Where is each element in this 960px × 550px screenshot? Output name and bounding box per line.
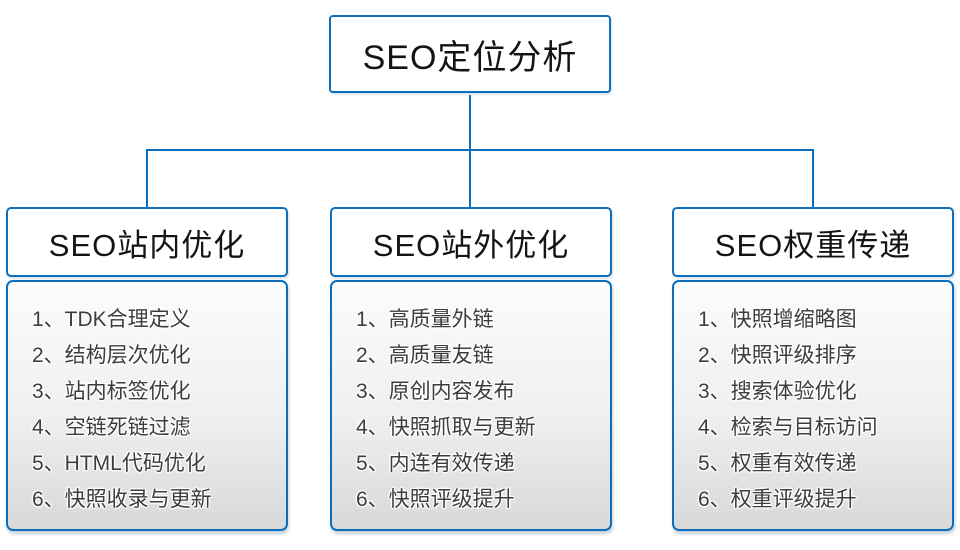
list-item: 4、检索与目标访问 — [698, 416, 878, 439]
list-item: 4、空链死链过滤 — [32, 416, 191, 439]
branch-weight-list: 1、快照增缩略图 2、快照评级排序 3、搜索体验优化 4、检索与目标访问 5、权… — [672, 280, 954, 531]
branch-weight-title: SEO权重传递 — [714, 227, 912, 263]
list-item: 6、快照收录与更新 — [32, 488, 212, 511]
connector-drop-weight — [812, 149, 814, 207]
branch-onsite-list: 1、TDK合理定义 2、结构层次优化 3、站内标签优化 4、空链死链过滤 5、H… — [6, 280, 288, 531]
list-item: 5、内连有效传递 — [356, 452, 515, 475]
list-item: 4、快照抓取与更新 — [356, 416, 536, 439]
branch-onsite-title: SEO站内优化 — [48, 227, 246, 263]
branch-offsite-title: SEO站外优化 — [372, 227, 570, 263]
branch-onsite-header: SEO站内优化 — [6, 207, 288, 277]
list-item: 1、TDK合理定义 — [32, 308, 191, 331]
root-node-title: SEO定位分析 — [362, 38, 578, 77]
branch-offsite-header: SEO站外优化 — [330, 207, 612, 277]
connector-main-rail — [146, 149, 814, 151]
list-item: 5、HTML代码优化 — [32, 452, 206, 475]
list-item: 3、站内标签优化 — [32, 380, 191, 403]
list-item: 2、高质量友链 — [356, 344, 494, 367]
connector-root-stem — [469, 95, 471, 149]
list-item: 2、快照评级排序 — [698, 344, 857, 367]
branch-weight-header: SEO权重传递 — [672, 207, 954, 277]
list-item: 1、快照增缩略图 — [698, 308, 857, 331]
list-item: 3、搜索体验优化 — [698, 380, 857, 403]
list-item: 1、高质量外链 — [356, 308, 494, 331]
root-node: SEO定位分析 — [329, 15, 611, 93]
list-item: 6、权重评级提升 — [698, 488, 857, 511]
list-item: 3、原创内容发布 — [356, 380, 515, 403]
list-item: 2、结构层次优化 — [32, 344, 191, 367]
list-item: 6、快照评级提升 — [356, 488, 515, 511]
connector-drop-onsite — [146, 149, 148, 207]
connector-drop-offsite — [469, 149, 471, 207]
list-item: 5、权重有效传递 — [698, 452, 857, 475]
branch-offsite-list: 1、高质量外链 2、高质量友链 3、原创内容发布 4、快照抓取与更新 5、内连有… — [330, 280, 612, 531]
